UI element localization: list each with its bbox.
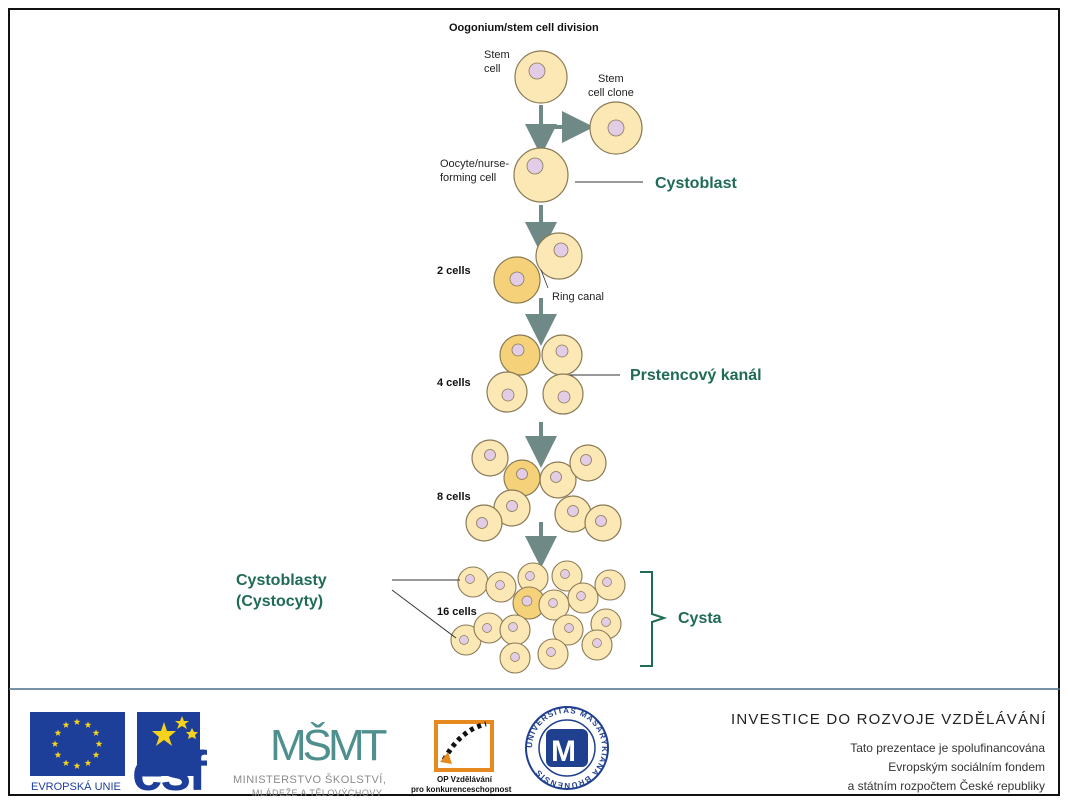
- op-label-2: pro konkurenceschopnost: [411, 785, 512, 794]
- footer-line-3: a státním rozpočtem České republiky: [848, 778, 1045, 793]
- eu-star-icon: [54, 729, 62, 736]
- ring-canal-pointer: [540, 269, 549, 289]
- oocyte-label-1: Oocyte/nurse-: [440, 158, 509, 170]
- cysta-bracket: [640, 571, 668, 667]
- esf-star-icon: [152, 716, 198, 746]
- eu-star-icon: [92, 729, 100, 736]
- cystoblasty-pointer-2: [391, 589, 457, 639]
- op-label-1: OP Vzdělávání: [437, 775, 493, 784]
- eu-star-icon: [62, 721, 70, 728]
- eu-flag-logo: EVROPSKÁ UNIE: [30, 712, 125, 793]
- muni-m-icon: M: [551, 735, 576, 768]
- prstencovy-kanal-label: Prstencový kanál: [630, 367, 762, 384]
- cystoblasty-label-2: (Cystocyty): [236, 593, 323, 610]
- four-cell-cyst: [486, 334, 584, 415]
- esf-label: esf: [132, 739, 207, 802]
- msmt-name-1: MINISTERSTVO ŠKOLSTVÍ,: [233, 773, 386, 786]
- sixteen-cells-label: 16 cells: [437, 606, 477, 618]
- msmt-name-2: MLÁDEŽE A TĚLOVÝCHOVY: [252, 788, 382, 798]
- diagram-title: Oogonium/stem cell division: [449, 22, 599, 34]
- eight-cells-label: 8 cells: [437, 491, 471, 503]
- eu-star-icon: [62, 759, 70, 766]
- eu-star-icon: [92, 751, 100, 758]
- eu-star-icon: [95, 740, 103, 747]
- stem-clone-label-1: Stem: [598, 73, 624, 85]
- eight-cell-cyst: [465, 439, 622, 542]
- eu-label: EVROPSKÁ UNIE: [31, 780, 121, 793]
- slide-frame: [8, 8, 1060, 796]
- ring-canal-label: Ring canal: [552, 291, 604, 303]
- eu-star-icon: [84, 759, 92, 766]
- msmt-logo: MŠMT MINISTERSTVO ŠKOLSTVÍ, MLÁDEŽE A TĚ…: [233, 720, 391, 798]
- eu-star-icon: [54, 751, 62, 758]
- stem-cell-label-2: cell: [484, 63, 501, 75]
- four-cells-label: 4 cells: [437, 377, 471, 389]
- stem-cell-label-1: Stem: [484, 49, 510, 61]
- eu-star-icon: [51, 740, 59, 747]
- eu-star-icon: [73, 718, 81, 725]
- footer-line-2: Evropským sociálním fondem: [888, 760, 1045, 774]
- cysta-label: Cysta: [678, 610, 722, 627]
- esf-logo: esf: [132, 712, 210, 802]
- stem-cell: [514, 50, 568, 104]
- two-cells-label: 2 cells: [437, 265, 471, 277]
- two-cell-cyst: [493, 232, 583, 304]
- msmt-logo-text: MŠMT: [270, 720, 387, 770]
- cystoblast-label: Cystoblast: [655, 175, 737, 192]
- eu-star-icon: [84, 721, 92, 728]
- footer-line-1: Tato prezentace je spolufinancována: [850, 741, 1045, 755]
- oocyte-label-2: forming cell: [440, 172, 496, 184]
- stem-clone-label-2: cell clone: [588, 87, 634, 99]
- eu-star-icon: [73, 762, 81, 769]
- op-logo: OP Vzdělávání pro konkurenceschopnost: [411, 720, 512, 794]
- sixteen-cell-cyst: [450, 560, 626, 674]
- cystoblasty-label-1: Cystoblasty: [236, 572, 327, 589]
- division-arrow-1: [525, 105, 594, 156]
- cystoblast-cell: [513, 147, 569, 203]
- stem-cell-clone: [589, 101, 643, 155]
- investice-heading: INVESTICE DO ROZVOJE VZDĚLÁVÁNÍ: [731, 711, 1047, 728]
- muni-seal-logo: UNIVERSITAS MASARYKIANA BRUNENSIS M: [525, 706, 609, 790]
